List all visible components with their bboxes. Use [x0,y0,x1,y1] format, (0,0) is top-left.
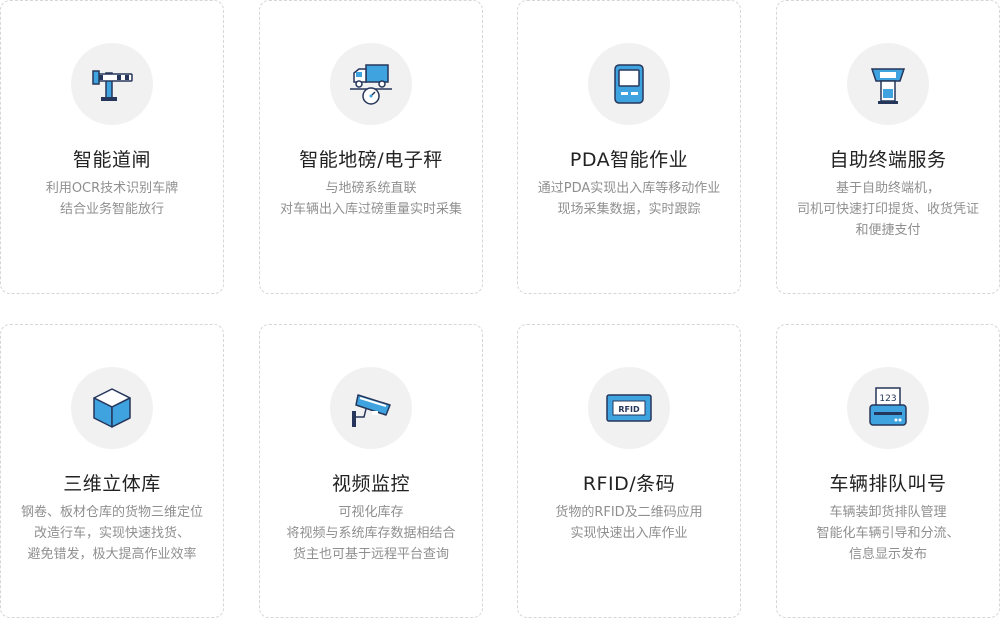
description-line: 与地磅系统直联 [325,181,417,196]
icon-circle: RFID [588,367,670,449]
description-line: 实现快速出入库作业 [570,526,688,541]
description-line: 避免错发，极大提高作业效率 [27,547,197,562]
pda-device-icon [614,64,644,104]
description-line: 钢卷、板材仓库的货物三维定位 [20,505,203,520]
feature-card-pda: PDA智能作业 通过PDA实现出入库等移动作业 现场采集数据，实时跟踪 [517,0,741,294]
description-line: 将视频与系统库存数据相结合 [286,526,456,541]
feature-card-3d-warehouse: 三维立体库 钢卷、板材仓库的货物三维定位 改造行车，实现快速找货、 避免错发，极… [0,324,224,618]
card-title: 智能地磅/电子秤 [299,149,443,171]
description-line: 信息显示发布 [848,547,927,562]
description-line: 和便捷支付 [855,223,921,238]
description-line: 通过PDA实现出入库等移动作业 [537,181,721,196]
card-description: 基于自助终端机， 司机可快速打印提货、收货凭证 和便捷支付 [783,178,993,241]
feature-card-queue-call: 123 车辆排队叫号 车辆装卸货排队管理 智能化车辆引导和分流、 信息显示发布 [776,324,1000,618]
truck-scale-icon [350,64,392,105]
card-description: 钢卷、板材仓库的货物三维定位 改造行车，实现快速找货、 避免错发，极大提高作业效… [7,502,217,565]
card-description: 与地磅系统直联 对车辆出入库过磅重量实时采集 [266,178,476,220]
cctv-camera-icon [352,394,391,427]
cube-icon [93,388,131,428]
card-title: 智能道闸 [72,149,151,171]
self-service-kiosk-icon [870,68,906,104]
description-line: 对车辆出入库过磅重量实时采集 [279,202,462,217]
description-line: 可视化库存 [338,505,404,520]
icon-circle [71,367,153,449]
card-description: 利用OCR技术识别车牌 结合业务智能放行 [7,178,217,220]
feature-card-kiosk: 自助终端服务 基于自助终端机， 司机可快速打印提货、收货凭证 和便捷支付 [776,0,1000,294]
description-line: 现场采集数据，实时跟踪 [557,202,701,217]
card-title: PDA智能作业 [569,149,689,171]
icon-circle [847,43,929,125]
card-description: 通过PDA实现出入库等移动作业 现场采集数据，实时跟踪 [524,178,734,220]
description-line: 结合业务智能放行 [59,202,164,217]
barrier-gate-icon [92,70,133,101]
feature-card-smart-gate: 智能道闸 利用OCR技术识别车牌 结合业务智能放行 [0,0,224,294]
icon-circle: 123 [847,367,929,449]
description-line: 司机可快速打印提货、收货凭证 [796,202,979,217]
card-title: 自助终端服务 [829,149,947,171]
description-line: 智能化车辆引导和分流、 [816,526,960,541]
card-description: 货物的RFID及二维码应用 实现快速出入库作业 [524,502,734,544]
rfid-tag-icon: RFID [606,394,652,422]
description-line: 货物的RFID及二维码应用 [555,505,703,520]
description-line: 车辆装卸货排队管理 [829,505,947,520]
rfid-label-text: RFID [618,405,640,414]
card-description: 车辆装卸货排队管理 智能化车辆引导和分流、 信息显示发布 [783,502,993,565]
queue-ticket-icon: 123 [869,387,907,426]
card-title: 视频监控 [331,473,410,495]
icon-circle [71,43,153,125]
card-title: 车辆排队叫号 [829,473,947,495]
feature-card-truck-scale: 智能地磅/电子秤 与地磅系统直联 对车辆出入库过磅重量实时采集 [259,0,483,294]
description-line: 基于自助终端机， [835,181,940,196]
feature-card-rfid: RFID RFID/条码 货物的RFID及二维码应用 实现快速出入库作业 [517,324,741,618]
icon-circle [330,367,412,449]
description-line: 利用OCR技术识别车牌 [45,181,179,196]
description-line: 改造行车，实现快速找货、 [33,526,190,541]
card-description: 可视化库存 将视频与系统库存数据相结合 货主也可基于远程平台查询 [266,502,476,565]
icon-circle [588,43,670,125]
card-title: RFID/条码 [582,473,676,495]
feature-card-video-surveillance: 视频监控 可视化库存 将视频与系统库存数据相结合 货主也可基于远程平台查询 [259,324,483,618]
icon-circle [330,43,412,125]
ticket-number-text: 123 [879,394,896,404]
card-title: 三维立体库 [63,473,161,495]
description-line: 货主也可基于远程平台查询 [292,547,449,562]
